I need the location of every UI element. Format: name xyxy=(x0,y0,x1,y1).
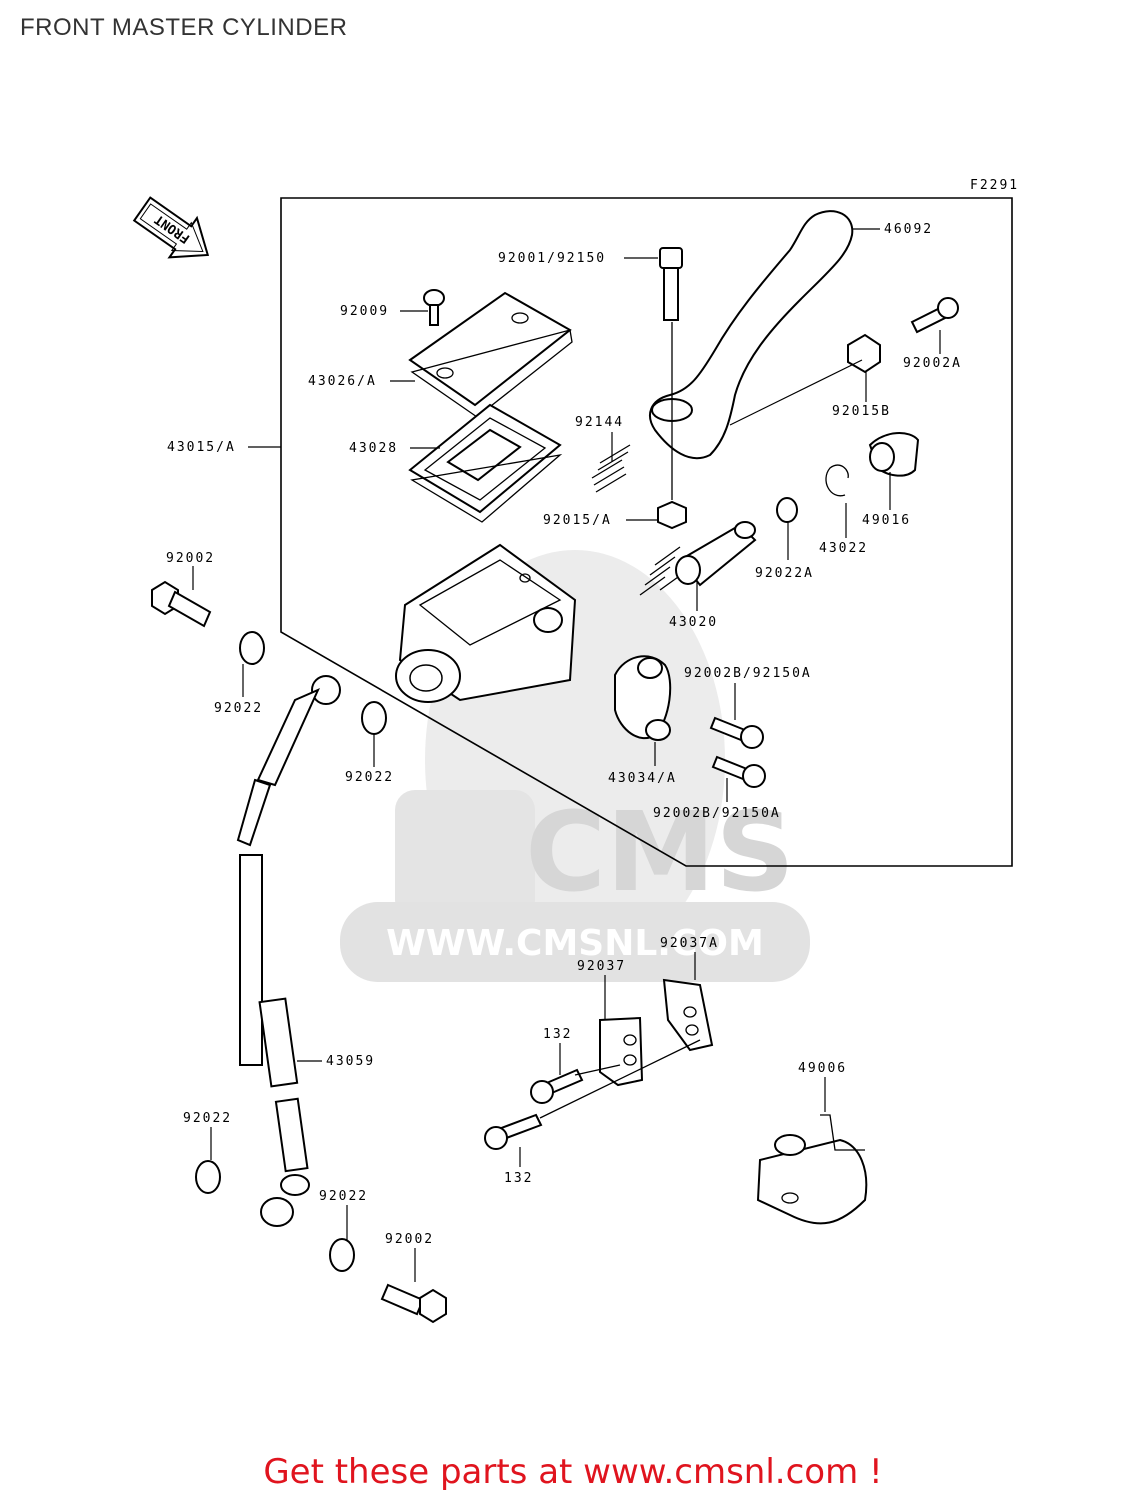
boot-49016 xyxy=(868,432,920,477)
part-label: 92002 xyxy=(385,1232,434,1247)
part-label: 92015B xyxy=(832,404,891,419)
part-label: 43026/A xyxy=(308,374,377,389)
part-label: 43020 xyxy=(669,615,718,630)
part-label: 92022 xyxy=(214,701,263,716)
clamp-bolt-92002b-upper xyxy=(709,716,764,749)
banjo-bolt-92002-top xyxy=(151,580,212,628)
page-title: FRONT MASTER CYLINDER xyxy=(20,14,348,41)
figure-code: F2291 xyxy=(970,178,1019,193)
part-label: 43022 xyxy=(819,541,868,556)
watermark-url-text: WWW.CMSNL.COM xyxy=(386,923,764,964)
part-label: 92002B/92150A xyxy=(653,806,781,821)
bracket-92037a xyxy=(662,978,714,1052)
washer-92022-c xyxy=(195,1160,221,1194)
part-label: 49006 xyxy=(798,1061,847,1076)
master-cylinder-body xyxy=(395,543,577,703)
part-label: 132 xyxy=(504,1171,533,1186)
washer-92022-a xyxy=(239,631,265,665)
bolt-92002a xyxy=(910,297,959,334)
part-label: 92009 xyxy=(340,304,389,319)
front-direction-arrow: FRONT xyxy=(132,196,210,259)
leader-lines xyxy=(192,228,941,1282)
screw-92009 xyxy=(423,289,445,326)
brake-hose-43059 xyxy=(236,675,341,1227)
pivot-bolt-92001 xyxy=(659,247,683,500)
part-label: 46092 xyxy=(884,222,933,237)
piston-43020 xyxy=(639,521,757,596)
part-label: 92037 xyxy=(577,959,626,974)
assembly-outline xyxy=(280,197,1013,867)
part-label: 43015/A xyxy=(167,440,236,455)
part-label: 92022 xyxy=(183,1111,232,1126)
reservoir-cover-43026 xyxy=(408,291,573,418)
banjo-bolt-92002-bottom xyxy=(380,1283,447,1324)
part-label: 92015/A xyxy=(543,513,612,528)
part-label: 43028 xyxy=(349,441,398,456)
nut-92015 xyxy=(657,500,687,530)
part-label: 92002B/92150A xyxy=(684,666,812,681)
bolt-132-upper xyxy=(530,1068,584,1104)
watermark-logo-text: CMS xyxy=(525,788,794,916)
part-label: 92001/92150 xyxy=(498,251,606,266)
part-labels: 46092 92001/92150 92009 92002A 43026/A 9… xyxy=(166,222,962,1247)
part-label: 49016 xyxy=(862,513,911,528)
nut-92015b xyxy=(847,333,881,374)
part-label: 92002 xyxy=(166,551,215,566)
clamp-bolt-92002b-lower xyxy=(711,755,766,788)
clamp-43034 xyxy=(614,655,672,741)
part-label: 92022 xyxy=(319,1189,368,1204)
part-label: 43059 xyxy=(326,1054,375,1069)
part-label: 92144 xyxy=(575,415,624,430)
circlip-43022 xyxy=(825,464,849,497)
spring-92144 xyxy=(591,444,631,493)
bracket-92037 xyxy=(599,1016,644,1087)
switch-49006 xyxy=(756,1114,868,1225)
part-label: 132 xyxy=(543,1027,572,1042)
washer-92022-b xyxy=(361,701,387,735)
washer-92022-d xyxy=(329,1238,355,1272)
bolt-132-lower xyxy=(484,1113,543,1150)
part-label: 92002A xyxy=(903,356,962,371)
part-label: 43034/A xyxy=(608,771,677,786)
part-label: 92022A xyxy=(755,566,814,581)
footer-link[interactable]: Get these parts at www.cmsnl.com ! xyxy=(263,1452,883,1492)
watermark-logo: CMS WWW.CMSNL.COM xyxy=(340,550,810,982)
part-label: 92022 xyxy=(345,770,394,785)
diaphragm-43028 xyxy=(408,403,563,523)
washer-92022a xyxy=(776,497,798,523)
part-label: 92037A xyxy=(660,936,719,951)
